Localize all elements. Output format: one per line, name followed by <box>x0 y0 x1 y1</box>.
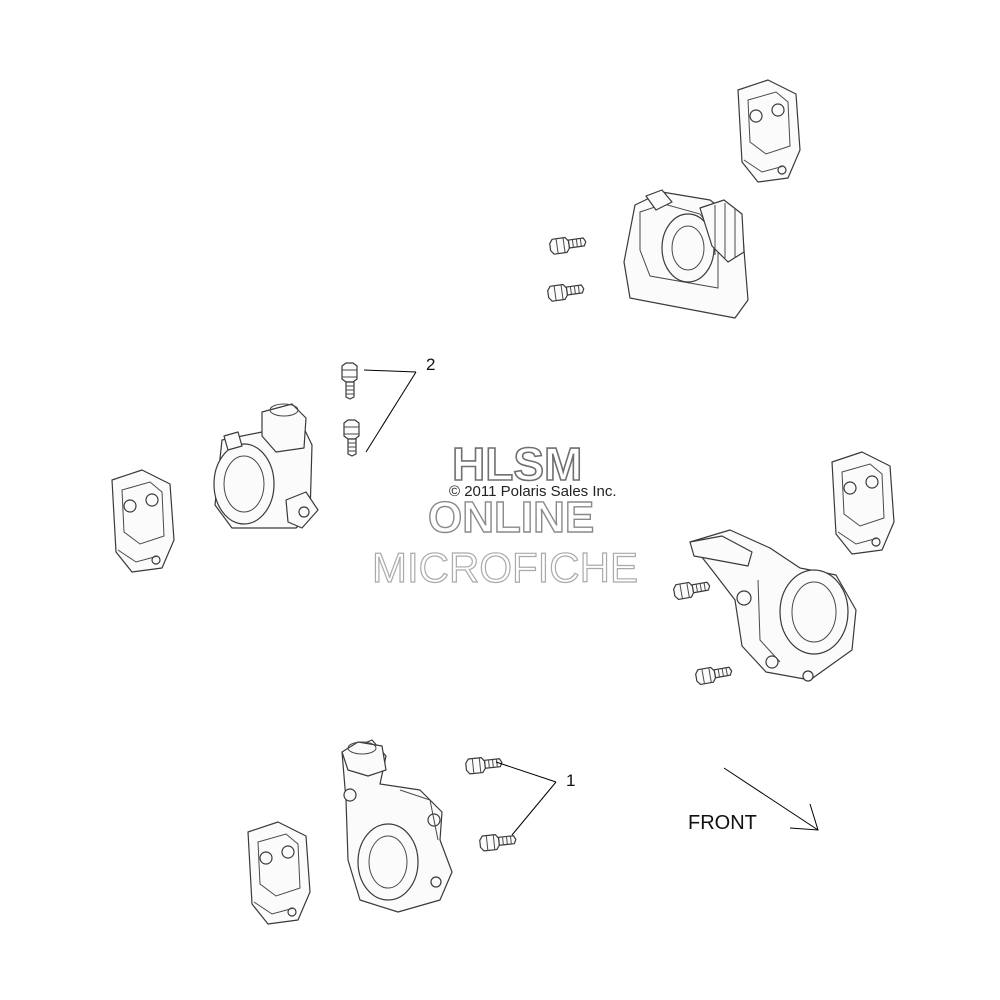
leader-line-2b <box>365 371 417 453</box>
callout-1: 1 <box>566 771 575 790</box>
bolt-lower-1 <box>464 754 504 775</box>
caliper-right <box>831 451 895 555</box>
watermark-microfiche: MICROFICHE <box>372 544 638 591</box>
knuckle-right <box>689 529 857 682</box>
leader-line-1b <box>511 781 557 836</box>
leader-line-1a <box>495 761 557 783</box>
watermark-online: ONLINE <box>428 493 594 542</box>
bolt-right-1 <box>672 578 712 601</box>
bearing-carrier-upper-right <box>623 189 749 319</box>
bolt-lower-2 <box>478 831 518 852</box>
leader-line-2a <box>363 369 417 373</box>
copyright-notice: © 2011 Polaris Sales Inc. <box>449 483 617 500</box>
caliper-left <box>111 469 175 573</box>
caliper-upper-right <box>737 79 801 183</box>
caliper-lower <box>247 821 311 925</box>
bolt-left-1 <box>341 362 358 400</box>
bolt-right-2 <box>694 663 734 686</box>
knuckle-lower <box>341 739 453 913</box>
front-label: FRONT <box>688 812 757 834</box>
bolt-left-2 <box>343 419 360 457</box>
knuckle-left <box>213 403 319 529</box>
watermark: HLSM © 2011 Polaris Sales Inc. ONLINE MI… <box>371 437 638 591</box>
bolt-upper-right-1 <box>548 234 588 256</box>
callout-2: 2 <box>426 355 435 374</box>
bolt-upper-right-2 <box>546 281 586 303</box>
front-direction-arrow <box>723 767 819 831</box>
watermark-hlsm: HLSM <box>452 438 582 490</box>
